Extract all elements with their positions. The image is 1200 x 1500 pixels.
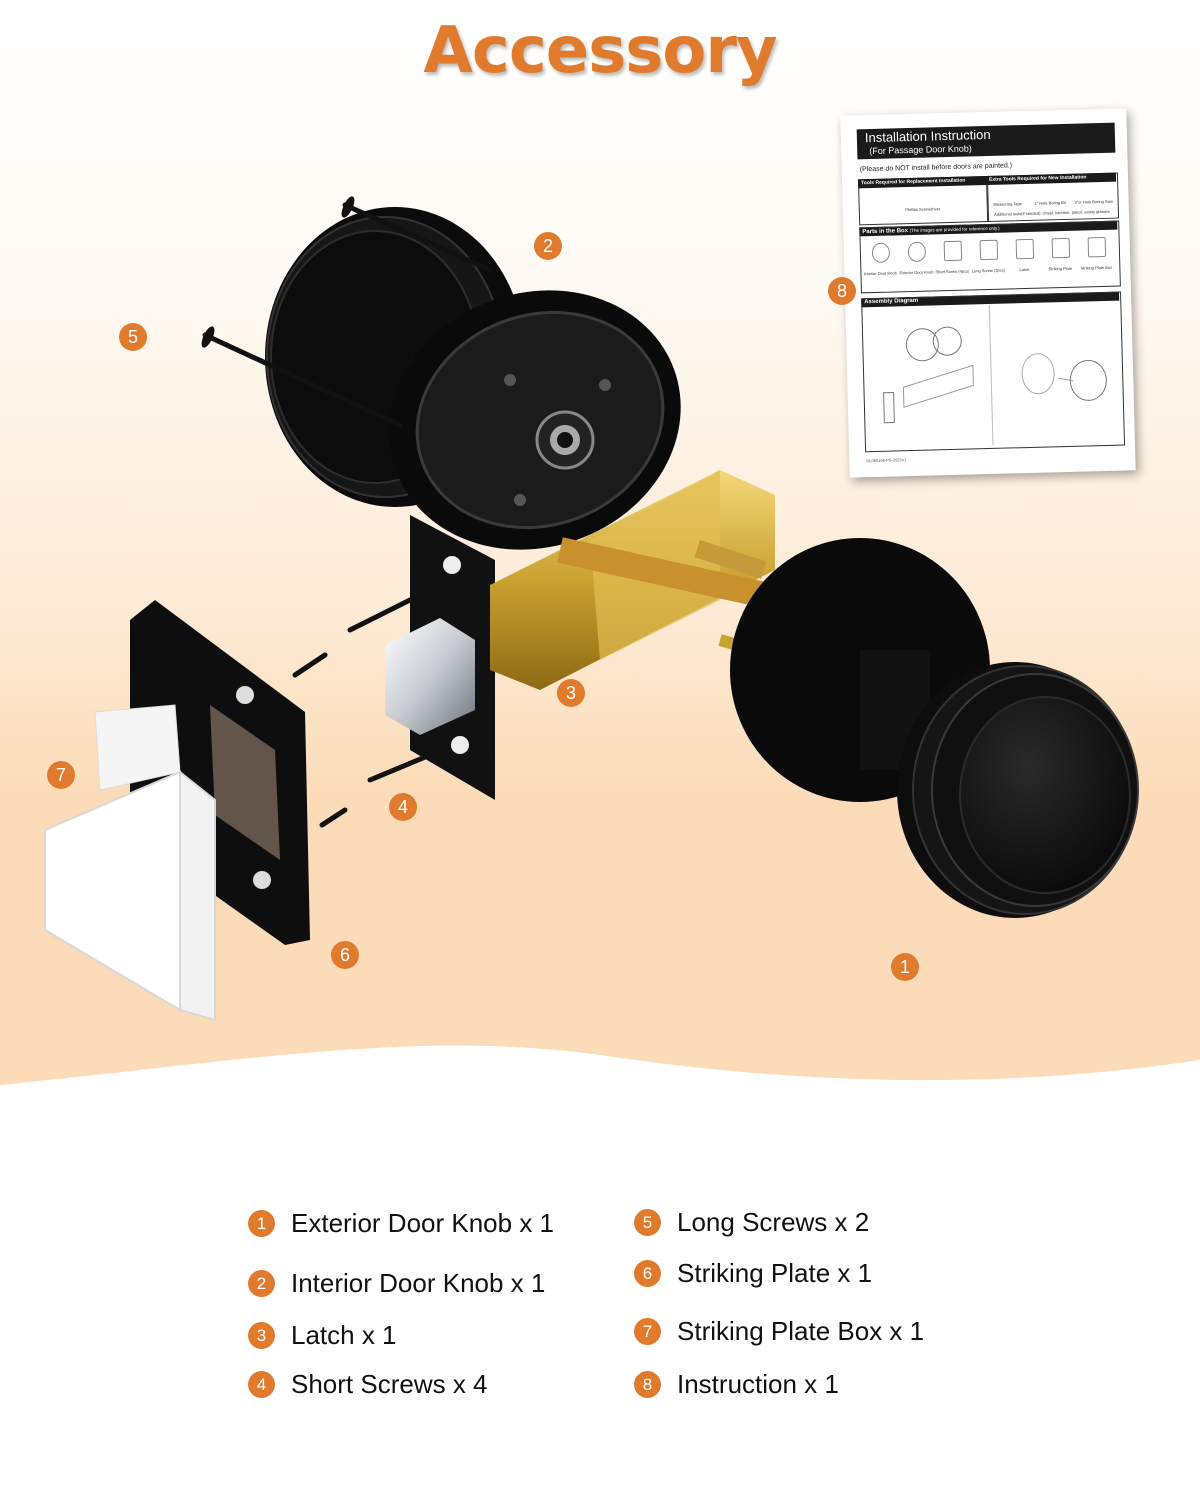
callout-8: 8 [828, 277, 856, 305]
legend-number: 4 [248, 1370, 275, 1398]
legend-number: 2 [248, 1269, 275, 1297]
manual-assembly-diagram [883, 304, 1107, 445]
legend-label: Long Screws x 2 [677, 1206, 870, 1237]
legend-item: 5 Long Screws x 2 [634, 1206, 869, 1238]
manual-part-label: Long Screw (2pcs) [971, 267, 1006, 274]
callout-7: 7 [47, 761, 75, 789]
exterior-door-knob [557, 537, 1139, 918]
manual-part-icon [1015, 238, 1035, 260]
manual-header: Installation Instruction (For Passage Do… [856, 122, 1116, 160]
product-exploded-view [44, 196, 1139, 1022]
manual-part-icon [979, 239, 999, 261]
legend-item: 1 Exterior Door Knob x 1 [248, 1207, 554, 1239]
legend-item: 6 Striking Plate x 1 [634, 1257, 872, 1289]
instruction-manual: Installation Instruction (For Passage Do… [840, 108, 1136, 478]
short-screws [292, 597, 433, 828]
callout-3: 3 [557, 679, 585, 707]
manual-subtitle: (For Passage Door Knob) [869, 143, 972, 157]
legend-number: 6 [634, 1259, 661, 1287]
striking-plate-box [44, 704, 216, 1022]
manual-part-label: Striking Plate Box [1080, 264, 1113, 271]
callout-1: 1 [891, 953, 919, 981]
legend-item: 2 Interior Door Knob x 1 [248, 1267, 545, 1299]
legend-item: 7 Striking Plate Box x 1 [634, 1315, 924, 1347]
manual-footer: DL060196-PS-2025V1 [866, 457, 907, 464]
manual-part-label: Striking Plate [1048, 265, 1073, 272]
manual-tool-tape: Measuring Tape [993, 201, 1022, 207]
page-title: Accessory [423, 14, 777, 88]
legend-number: 5 [634, 1208, 661, 1236]
callout-2: 2 [534, 232, 562, 260]
legend-label: Striking Plate Box x 1 [677, 1315, 925, 1346]
legend-item: 3 Latch x 1 [248, 1319, 397, 1351]
legend-label: Exterior Door Knob x 1 [291, 1207, 555, 1238]
legend-label: Short Screws x 4 [291, 1368, 488, 1399]
callout-6: 6 [331, 941, 359, 969]
callout-4: 4 [389, 793, 417, 821]
legend-number: 8 [634, 1370, 661, 1398]
legend-item: 4 Short Screws x 4 [248, 1368, 488, 1400]
legend-number: 3 [248, 1321, 275, 1349]
legend-number: 1 [248, 1209, 275, 1237]
legend-number: 7 [634, 1317, 661, 1345]
legend-label: Striking Plate x 1 [677, 1257, 873, 1288]
manual-part-icon [1087, 236, 1107, 258]
manual-part-label: Interior Door Knob [864, 270, 897, 277]
legend-label: Latch x 1 [291, 1319, 397, 1350]
latch [385, 470, 775, 800]
manual-note: (Please do NOT install before doors are … [859, 162, 1013, 174]
manual-part-label: Latch [1019, 266, 1030, 273]
long-screws [201, 196, 493, 428]
manual-part-label: Short Screw (4pcs) [935, 268, 970, 275]
manual-part-icon [943, 240, 963, 262]
legend-label: Interior Door Knob x 1 [291, 1267, 546, 1298]
legend-item: 8 Instruction x 1 [634, 1368, 839, 1400]
interior-door-knob [265, 207, 681, 550]
manual-part-label: Exterior Door Knob [899, 269, 934, 276]
manual-part-icon [1051, 237, 1071, 259]
callout-5: 5 [119, 323, 147, 351]
legend-label: Instruction x 1 [677, 1368, 839, 1399]
